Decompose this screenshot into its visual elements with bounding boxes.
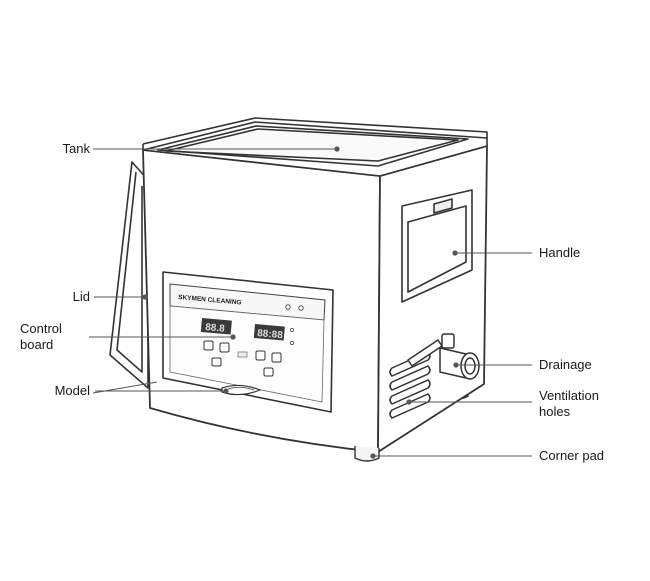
indicator-dot bbox=[285, 304, 291, 310]
label-tank: Tank bbox=[62, 141, 90, 156]
panel-button bbox=[271, 352, 282, 363]
indicator-dot bbox=[290, 341, 294, 345]
lid bbox=[109, 161, 149, 389]
corner-pads bbox=[354, 446, 380, 462]
panel-button bbox=[203, 340, 214, 351]
label-corner-pad: Corner pad bbox=[539, 448, 605, 463]
panel-button bbox=[255, 350, 266, 361]
control-board: SKYMEN CLEANING 88.8 88:88 bbox=[162, 271, 334, 413]
indicator-dot bbox=[290, 328, 294, 332]
label-control-board: Control board bbox=[20, 321, 62, 352]
display-right: 88:88 bbox=[257, 328, 284, 341]
label-drainage: Drainage bbox=[539, 357, 592, 372]
indicator-light bbox=[237, 351, 248, 358]
handle bbox=[401, 189, 473, 303]
label-model: Model bbox=[54, 383, 90, 398]
panel-button bbox=[211, 357, 222, 367]
drainage-valve bbox=[407, 333, 480, 380]
label-ventilation-holes: Ventilation holes bbox=[539, 388, 599, 419]
panel-button bbox=[263, 367, 274, 377]
display-left: 88.8 bbox=[205, 322, 226, 335]
tank bbox=[142, 117, 488, 177]
panel-button bbox=[219, 342, 230, 353]
indicator-dot bbox=[298, 305, 304, 311]
label-handle: Handle bbox=[539, 245, 581, 260]
callout-dots bbox=[142, 146, 459, 459]
callout-lines bbox=[89, 148, 532, 457]
label-lid: Lid bbox=[72, 289, 90, 304]
